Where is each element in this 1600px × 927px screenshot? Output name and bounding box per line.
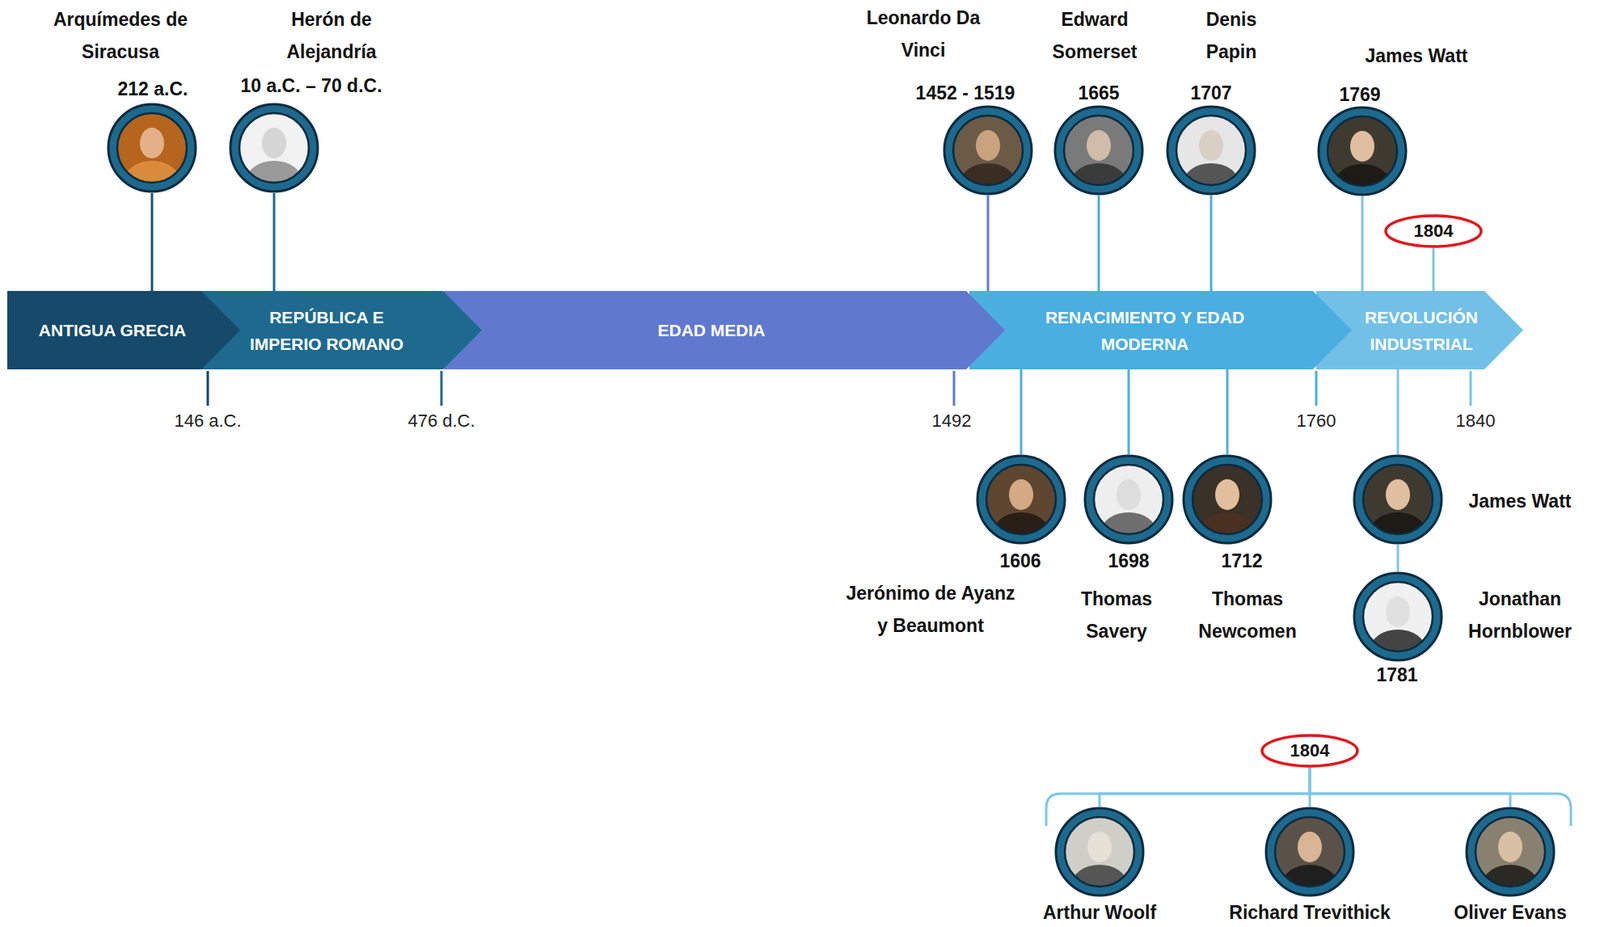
portrait-node: 1606Jerónimo de Ayanz y Beaumont (975, 454, 1067, 545)
era-name: REPÚBLICA E IMPERIO ROMANO (240, 303, 414, 358)
date-label: 146 a.C. (173, 409, 241, 433)
year-label: 1781 (1376, 660, 1418, 690)
person-name: Edward Somerset (1046, 3, 1144, 68)
portrait (1083, 454, 1174, 545)
portrait (1053, 105, 1145, 196)
person-name: Denis Papin (1190, 3, 1272, 68)
year-label: 212 a.C. (118, 74, 189, 104)
tick-line (440, 371, 444, 406)
year-label: 1707 (1190, 78, 1232, 108)
year-oval: 1804 (1384, 214, 1483, 249)
era-name: RENACIMIENTO Y EDAD MODERNA (1027, 303, 1263, 358)
year-label: 1452 - 1519 (916, 78, 1016, 108)
connector-line (1361, 196, 1364, 292)
era-band: RENACIMIENTO Y EDAD MODERNA (969, 291, 1352, 370)
year-label: 1804 (1414, 219, 1454, 243)
portrait-node: 1712Thomas Newcomen (1182, 454, 1273, 545)
date-label: 1492 (932, 409, 972, 433)
person-name: Herón de Alejandría (278, 3, 385, 68)
connector-line (151, 193, 154, 292)
band-shape (199, 291, 482, 370)
portrait (1165, 105, 1257, 196)
portrait-node: James Watt (1352, 454, 1444, 545)
connector-line (1210, 195, 1213, 292)
year-label: 10 a.C. – 70 d.C. (240, 71, 382, 101)
year-label: 1606 (999, 546, 1041, 576)
portrait (1317, 105, 1408, 197)
era-band: ANTIGUA GRECIA (7, 291, 241, 370)
portrait (1464, 806, 1556, 898)
portrait (1182, 454, 1273, 545)
year-oval: 1804 (1260, 734, 1360, 769)
person-name: James Watt (1469, 486, 1572, 516)
portrait-node: Arquímedes de Siracusa212 a.C. (106, 102, 198, 194)
person-name: James Watt (1365, 39, 1469, 72)
connector-line (1309, 768, 1511, 807)
portrait (1264, 806, 1356, 898)
person-name: Oliver Evans (1453, 902, 1567, 924)
year-label: 1698 (1107, 546, 1149, 576)
person-name: Leonardo Da Vinci (858, 1, 988, 67)
year-label: 1712 (1220, 546, 1263, 576)
band-shape (969, 291, 1352, 370)
tick-line (206, 371, 210, 406)
connector-line (1097, 195, 1101, 292)
connector-line (1099, 768, 1310, 807)
portrait-node: Jonathan Hornblower1781 (1352, 571, 1444, 663)
portrait (228, 102, 320, 194)
connector-line (1127, 369, 1131, 455)
era-band: REPÚBLICA E IMPERIO ROMANO (199, 291, 482, 370)
portrait (975, 454, 1067, 545)
portrait (1054, 806, 1145, 898)
portrait (106, 102, 198, 194)
era-name: REVOLUCIÓN INDUSTRIAL (1350, 303, 1493, 358)
person-name: Jonathan Hornblower (1459, 582, 1581, 648)
connector-line (1397, 544, 1400, 572)
person-name: Arthur Woolf (1042, 902, 1157, 924)
portrait-node: Richard Trevithick (1264, 806, 1356, 898)
person-name: Thomas Newcomen (1194, 582, 1301, 648)
connector-line (1397, 369, 1400, 455)
portrait-node: Edward Somerset1665 (1053, 105, 1145, 196)
tick-line (953, 371, 956, 406)
portrait (1352, 454, 1444, 545)
portrait (1352, 571, 1444, 663)
era-band: EDAD MEDIA (443, 291, 1005, 370)
tick-line (1469, 371, 1473, 406)
year-label: 1804 (1290, 739, 1330, 763)
portrait-node: Herón de Alejandría10 a.C. – 70 d.C. (228, 102, 320, 194)
person-name: Richard Trevithick (1228, 902, 1390, 924)
date-label: 1840 (1456, 409, 1496, 433)
era-name: EDAD MEDIA (657, 316, 765, 344)
portrait-node: Denis Papin1707 (1165, 105, 1257, 196)
date-label: 476 d.C. (407, 409, 475, 433)
tick-line (1315, 371, 1318, 406)
connector-line (987, 195, 990, 292)
portrait-node: 1698Thomas Savery (1083, 454, 1174, 545)
portrait-node: Oliver Evans (1464, 806, 1556, 898)
date-label: 1760 (1296, 409, 1337, 433)
person-name: Jerónimo de Ayanz y Beaumont (841, 577, 1020, 642)
portrait-node: Leonardo Da Vinci1452 - 1519 (942, 105, 1034, 196)
connector-line (1226, 369, 1229, 455)
year-label: 1769 (1338, 80, 1381, 110)
person-name: Thomas Savery (1063, 582, 1170, 648)
portrait-node: James Watt1769 (1317, 105, 1408, 197)
connector-line (273, 193, 276, 292)
connector-line (1432, 248, 1436, 292)
connector-line (1020, 369, 1023, 455)
era-name: ANTIGUA GRECIA (38, 316, 186, 344)
year-label: 1665 (1077, 78, 1119, 108)
portrait-node: Arthur Woolf (1054, 806, 1145, 898)
person-name: Arquímedes de Siracusa (47, 3, 194, 68)
portrait (942, 105, 1034, 196)
